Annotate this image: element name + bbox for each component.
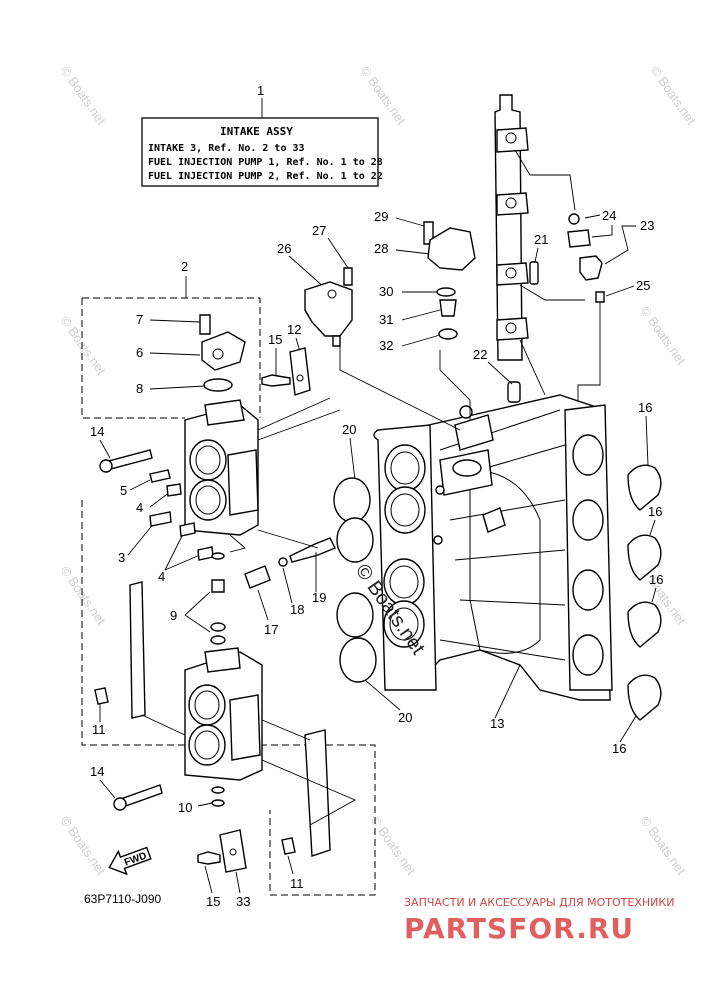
injector-parts: 21 22 24 23 25 [473, 208, 654, 403]
watermark-text: © Boats.net [58, 63, 110, 128]
callout-18: 18 [290, 602, 304, 617]
callout-16: 16 [638, 400, 652, 415]
watermark-text: © Boats.net [58, 813, 110, 878]
callout-15b: 15 [206, 894, 220, 909]
callout-15: 15 [268, 332, 282, 347]
callout-6: 6 [136, 345, 143, 360]
lower-throttle-body: 11 14 10 15 33 11 [90, 581, 357, 909]
callout-11: 11 [92, 722, 106, 737]
callout-17: 17 [264, 622, 278, 637]
callout-8: 8 [136, 381, 143, 396]
bracket-12: 12 15 [257, 322, 341, 441]
callout-28: 28 [374, 241, 388, 256]
callout-25: 25 [636, 278, 650, 293]
callout-14: 14 [90, 424, 104, 439]
callout-13: 13 [490, 716, 504, 731]
callout-16d: 16 [612, 741, 626, 756]
callout-16b: 16 [648, 504, 662, 519]
callout-2: 2 [181, 259, 188, 274]
callout-33: 33 [236, 894, 250, 909]
gaskets-16: 16 16 16 16 [612, 400, 663, 756]
callout-23: 23 [640, 218, 654, 233]
callout-26: 26 [277, 241, 291, 256]
callout-14b: 14 [90, 764, 104, 779]
callout-20: 20 [342, 422, 356, 437]
fwd-label: FWD [123, 851, 148, 869]
callout-9: 9 [170, 608, 177, 623]
brand-logo: PARTSFOR.RU [404, 912, 634, 945]
intake-manifold [373, 394, 613, 701]
brand-tagline: ЗАПЧАСТИ И АКСЕССУАРЫ ДЛЯ МОТОТЕХНИКИ [404, 896, 674, 909]
info-box-line: FUEL INJECTION PUMP 1, Ref. No. 1 to 28 [148, 157, 383, 168]
info-box-title: INTAKE ASSY [220, 125, 293, 138]
callout-4b: 4 [158, 569, 165, 584]
fwd-arrow: FWD [108, 846, 152, 876]
callout-3: 3 [118, 550, 125, 565]
callout-7: 7 [136, 312, 143, 327]
fuel-fittings: 17 18 19 [244, 529, 336, 637]
callout-32: 32 [379, 338, 393, 353]
watermark-text: © Boats.net [638, 303, 690, 368]
intake-assy-info-box: 1 INTAKE ASSY INTAKE 3, Ref. No. 2 to 33… [141, 83, 383, 187]
callout-19: 19 [312, 590, 326, 605]
callout-10: 10 [178, 800, 192, 815]
info-box-line: FUEL INJECTION PUMP 2, Ref. No. 1 to 22 [148, 171, 383, 182]
group-frame-2: 2 [81, 259, 376, 896]
callout-20b: 20 [398, 710, 412, 725]
callout-4: 4 [136, 500, 143, 515]
watermark-text: © Boats.net [58, 563, 110, 628]
sensor-parts: 26 27 29 28 30 31 32 [277, 209, 476, 431]
washers-9: 9 [170, 552, 226, 645]
callout-16c: 16 [649, 572, 663, 587]
watermark-text: © Boats.net [58, 313, 110, 378]
callout-1: 1 [257, 83, 264, 98]
upper-throttle-body: 7 6 8 14 5 4 3 4 [90, 312, 259, 584]
callout-5: 5 [120, 483, 127, 498]
callout-12: 12 [287, 322, 301, 337]
callout-24: 24 [602, 208, 616, 223]
gaskets-20: 20 20 [333, 422, 412, 725]
callout-31: 31 [379, 312, 393, 327]
watermark-text: © Boats.net [638, 813, 690, 878]
callout-21: 21 [534, 232, 548, 247]
watermark-text: © Boats.net [648, 63, 700, 128]
callout-27: 27 [312, 223, 326, 238]
callout-29: 29 [374, 209, 388, 224]
callout-22: 22 [473, 347, 487, 362]
diagram-code: 63P7110-J090 [84, 892, 162, 906]
fuel-rail [494, 94, 601, 400]
callout-11b: 11 [290, 876, 304, 891]
callout-30: 30 [379, 284, 393, 299]
info-box-line: INTAKE 3, Ref. No. 2 to 33 [148, 143, 305, 154]
